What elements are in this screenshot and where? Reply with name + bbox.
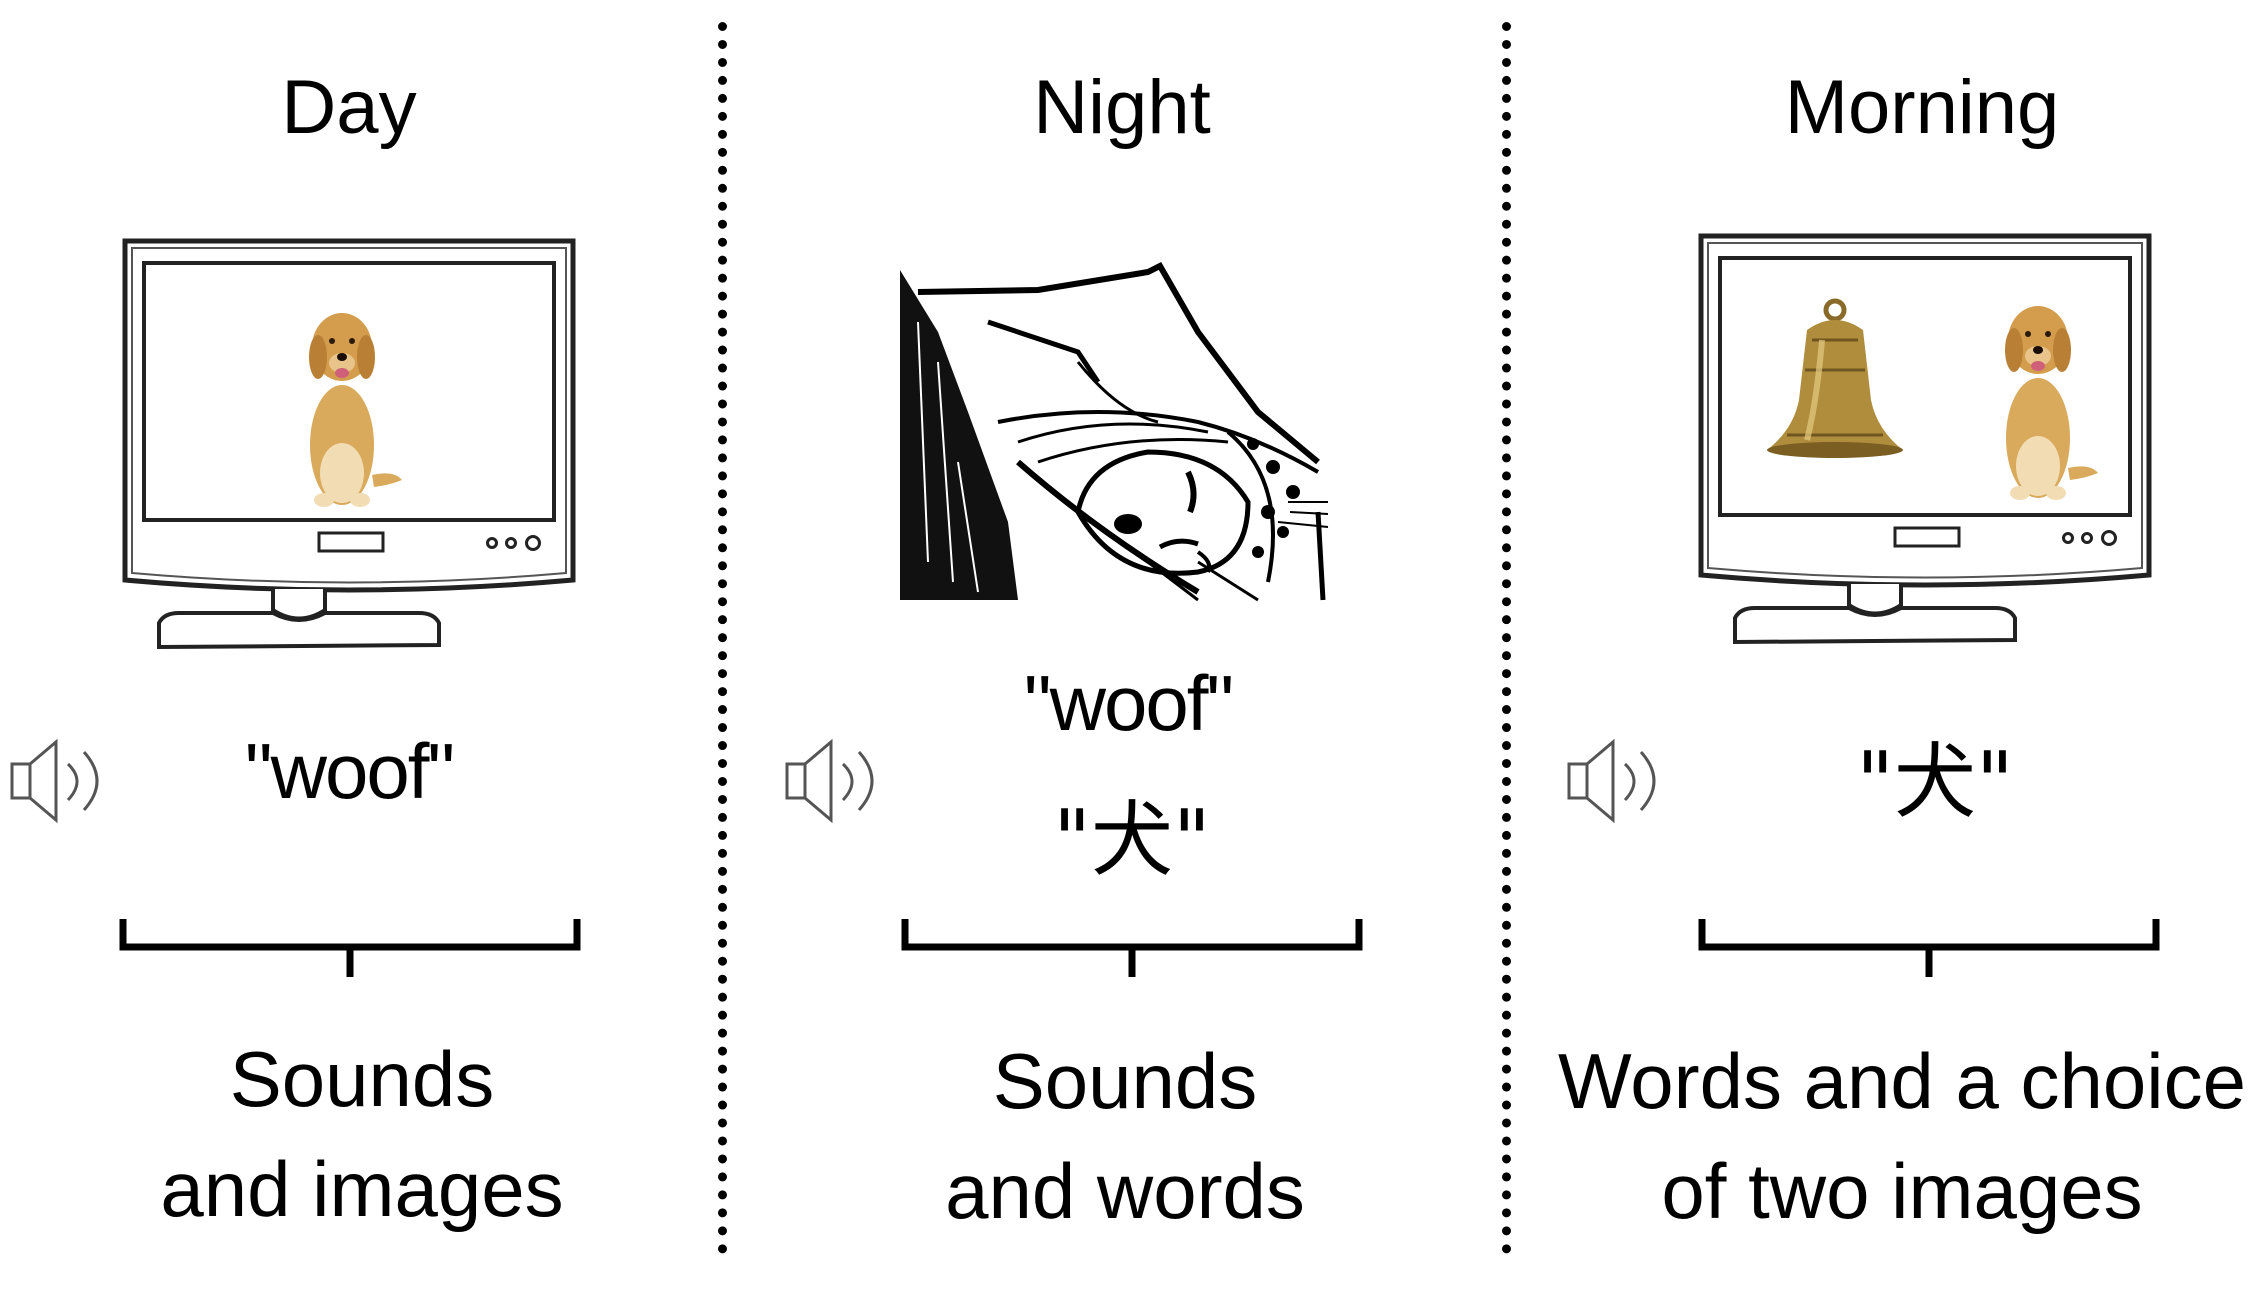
speaker-icon [785, 738, 874, 824]
monitor-icon [1698, 233, 2152, 645]
bracket-icon [119, 919, 581, 977]
bell-image [1767, 298, 1903, 458]
stimulus-kanji: "犬" [1856, 735, 2014, 830]
caption-line-2: and images [160, 1145, 564, 1233]
stimulus-word: "woof" [244, 727, 455, 815]
caption-line-1: Sounds [229, 1035, 495, 1123]
caption-line-2: of two images [1661, 1147, 2143, 1235]
bracket-icon [1698, 919, 2160, 977]
speaker-icon [1567, 738, 1656, 824]
bracket-icon [901, 919, 1363, 977]
dog-image [309, 313, 402, 507]
panel-title-morning: Morning [1784, 65, 2060, 150]
monitor-icon [122, 238, 576, 650]
panel-divider-2 [1502, 22, 1511, 1254]
panel-divider-1 [718, 22, 727, 1254]
dog-image [2005, 306, 2098, 500]
panel-title-night: Night [1033, 65, 1211, 150]
speaker-icon [10, 738, 99, 824]
panel-caption-day: Sounds and images [2, 1024, 722, 1244]
sleeping-person-illustration [900, 262, 1329, 602]
stimulus-word: "woof" [1023, 659, 1234, 747]
caption-line-1: Sounds [992, 1037, 1258, 1125]
caption-line-2: and words [945, 1147, 1305, 1235]
caption-line-1: Words and a choice [1558, 1037, 2246, 1125]
panel-caption-night: Sounds and words [765, 1026, 1485, 1246]
panel-caption-morning: Words and a choice of two images [1522, 1026, 2262, 1246]
stimulus-kanji: "犬" [1053, 793, 1211, 888]
panel-title-day: Day [281, 65, 417, 150]
